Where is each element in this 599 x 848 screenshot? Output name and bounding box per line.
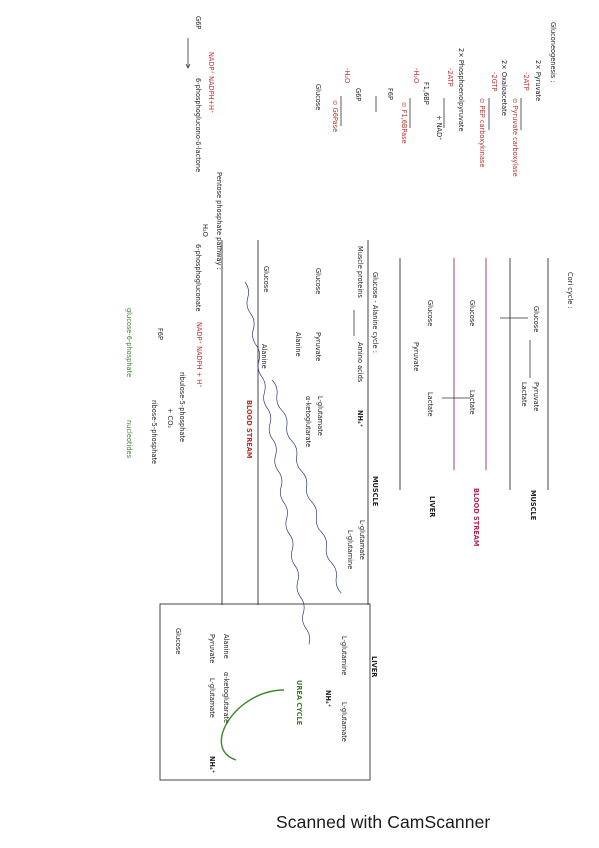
cori-pyruvate-bottom: Pyruvate [412,342,420,371]
gng-glucose: Glucose [314,84,322,110]
pentose-cofactor-1: NADP⁺ NADPH+H⁺ [207,52,215,114]
pentose-nucleotides: nucleotides [125,420,133,459]
pentose-f6p: F6P [156,328,164,340]
cori-lactate-bottom: Lactate [426,392,434,417]
gng-pep: 2× Phosphoenolpyruvate [457,48,465,132]
liver-urea-cycle: UREA CYCLE [295,680,303,726]
alanine-glucose-blood: Glucose [262,266,270,292]
alanine-alpha-kg: α-ketoglutarate [304,396,312,447]
pentose-g6p: G6P [194,16,202,29]
liver-alpha-kg: α-ketoglutarate [222,672,230,723]
alanine-pyruvate: Pyruvate [314,332,322,361]
alanine-l-glutamate-2: L-glutamate [358,520,366,560]
liver-glucose: Glucose [174,628,182,654]
alanine-l-glutamine: L-glutamine [346,530,354,569]
cori-section: Cori cycle : Glucose Pyruvate Lactate Gl… [399,258,574,546]
camscanner-footer: Scanned with CamScanner [276,812,491,832]
liver-l-glutamine: L-glutamine [340,636,348,675]
alanine-blood-label: BLOOD STREAM [245,400,253,458]
alanine-glucose: Glucose [314,268,322,294]
cori-muscle-label: MUSCLE [529,490,537,521]
cori-glucose-top: Glucose [532,306,540,332]
gng-h2o-2: -H₂O [343,68,351,83]
liver-green-arrow [220,689,285,761]
alanine-alanine-blood: Alanine [260,344,268,369]
liver-section: LIVER L-glutamine L-glutamate NH₄⁺ UREA … [159,603,378,781]
cori-title: Cori cycle : [566,272,574,309]
liver-pyruvate: Pyruvate [208,634,216,663]
gng-atp-1: -2ATP [522,72,530,91]
alanine-squiggle-1 [244,281,311,645]
alanine-title: Glucose - Alanine cycle : [371,272,379,353]
liver-l-glutamate: L-glutamate [340,702,348,742]
alanine-section: Glucose - Alanine cycle : Muscle protein… [221,240,379,645]
liver-l-glutamate-2: L-glutamate [208,678,216,718]
gng-enzyme-2: ⊙ PEP carboxykinase [478,98,486,167]
gng-f6p: F6P [386,88,394,100]
pentose-gluconate: 6-phosphogluconate [194,244,202,312]
cori-glucose-bottom: Glucose [426,300,434,326]
pentose-arrow-1 [185,38,191,69]
pentose-glucose6p: glucose-6-phosphate [125,308,133,377]
cori-lactate-top: Lactate [520,382,528,407]
liver-alanine: Alanine [222,634,230,659]
alanine-l-glutamate: L-glutamate [316,396,324,436]
alanine-alanine: Alanine [294,332,302,357]
gng-oxaloacetate: 2× Oxaloacetate [500,60,508,116]
gluconeogenesis-section: Gluconeogenesis : 2× Pyruvate -2ATP ⊙ Py… [314,22,557,177]
gluconeogenesis-title: Gluconeogenesis : [549,22,557,83]
gng-enzyme-3: ⊙ F1,6BPase [400,102,408,144]
liver-nh4: NH₄⁺ [324,690,332,708]
alanine-muscle-proteins: Muscle proteins [356,246,364,298]
pentose-lactone: 6-phosphoglucono-δ-lactone [194,78,202,172]
liver-box [159,603,371,781]
gng-f16bp: F1,6BP [422,82,430,105]
gng-g6p: G6P [354,88,362,101]
gng-gtp: -2GTP [490,72,498,91]
gng-pyruvate: 2× Pyruvate [534,60,542,101]
alanine-nh4: NH₄⁺ [356,410,364,428]
alanine-muscle-label: MUSCLE [371,476,379,507]
cori-lactate-mid: Lactate [468,390,476,415]
liver-label: LIVER [370,656,378,677]
liver-nh4-2: NH₄⁺ [208,756,216,774]
gng-h2o-1: -H₂O [412,68,420,83]
pentose-ribose: ribose-5-phosphate [150,400,158,464]
alanine-amino-acids: Amino acids [356,342,364,383]
pentose-co2: + CO₂ [166,408,174,428]
gng-nad: + NAD⁺ [435,115,443,141]
cori-glucose-mid: Glucose [468,300,476,326]
cori-liver-label: LIVER [428,496,436,517]
pentose-ribulose: ribulose-5-phosphate [178,372,186,442]
pentose-section: Pentose phosphate pathway : NADP⁺ NADPH+… [125,16,223,464]
pentose-cofactor-2: NADP⁺ NADPH + H⁺ [195,322,203,388]
alanine-squiggle-2 [271,379,342,594]
gng-enzyme-4: ⊙ G6Pase [331,100,339,132]
gng-atp-2: -2ATP [446,68,454,87]
cori-pyruvate-top: Pyruvate [532,382,540,411]
cori-blood-label: BLOOD STREAM [472,488,480,546]
pentose-h2o: H₂O [201,224,209,237]
pentose-title: Pentose phosphate pathway : [215,172,223,270]
gng-enzyme-1: ⊙ Pyruvate carboxylase [511,98,519,177]
